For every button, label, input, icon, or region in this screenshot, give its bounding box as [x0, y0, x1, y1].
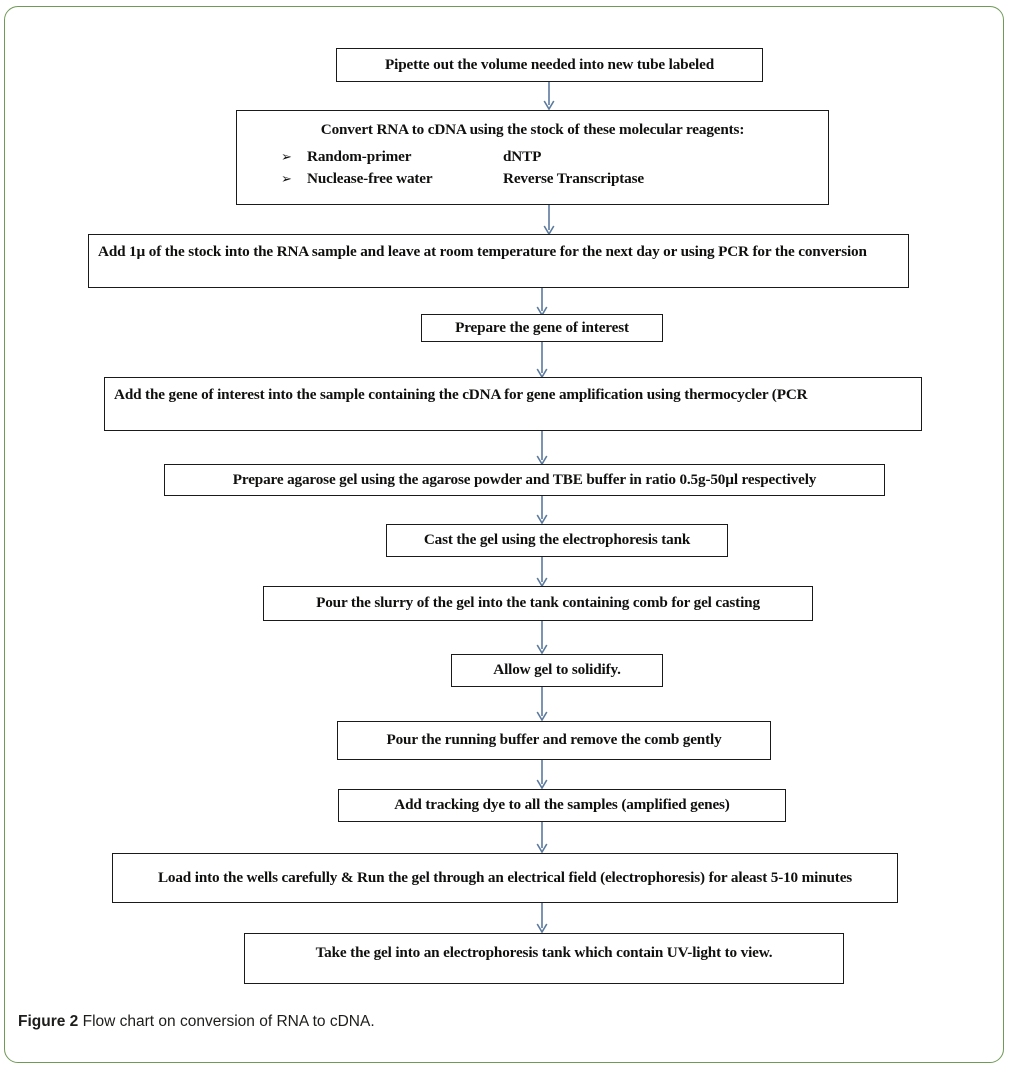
flow-node-load-wells-run: Load into the wells carefully & Run the …: [112, 853, 898, 903]
arrow-connector: [534, 288, 550, 316]
reagent-name-right: Reverse Transcriptase: [503, 170, 644, 188]
arrow-connector: [534, 342, 550, 378]
figure-caption: Figure 2 Flow chart on conversion of RNA…: [18, 1012, 978, 1032]
arrow-connector: [534, 822, 550, 853]
flow-node-allow-solidify: Allow gel to solidify.: [451, 654, 663, 687]
reagent-name-left: Nuclease-free water: [307, 170, 433, 188]
arrow-connector: [541, 82, 557, 110]
figure-caption-text: Flow chart on conversion of RNA to cDNA.: [82, 1013, 375, 1030]
arrow-connector: [534, 496, 550, 524]
flow-node-label: Add the gene of interest into the sample…: [114, 386, 808, 403]
flow-node-label: Pipette out the volume needed into new t…: [385, 55, 714, 73]
arrow-connector: [541, 205, 557, 235]
flow-node-label: Take the gel into an electrophoresis tan…: [315, 944, 773, 961]
arrow-connector: [534, 431, 550, 465]
arrowhead-bullet-icon: ➢: [281, 150, 292, 166]
flow-node-label: Allow gel to solidify.: [493, 661, 621, 679]
flow-node-add-stock: Add 1µ of the stock into the RNA sample …: [88, 234, 909, 288]
flow-node-label: Prepare agarose gel using the agarose po…: [232, 470, 817, 488]
flow-node-prepare-gene: Prepare the gene of interest: [421, 314, 663, 342]
reagent-row: ➢ Random-primer dNTP: [281, 146, 828, 168]
arrow-connector: [534, 760, 550, 789]
flow-node-prepare-agarose: Prepare agarose gel using the agarose po…: [164, 464, 885, 496]
flow-node-label: Cast the gel using the electrophoresis t…: [423, 531, 691, 549]
flow-node-pour-slurry: Pour the slurry of the gel into the tank…: [263, 586, 813, 621]
reagent-name-left: Random-primer: [307, 148, 412, 166]
arrow-connector: [534, 687, 550, 721]
arrow-connector: [534, 557, 550, 587]
flow-node-label: Add tracking dye to all the samples (amp…: [394, 796, 730, 814]
flow-node-convert-rna: Convert RNA to cDNA using the stock of t…: [236, 110, 829, 205]
flow-node-label: Prepare the gene of interest: [455, 318, 629, 336]
flow-node-take-gel-uv: Take the gel into an electrophoresis tan…: [244, 933, 844, 984]
arrow-connector: [534, 903, 550, 933]
flow-node-add-gene-pcr: Add the gene of interest into the sample…: [104, 377, 922, 431]
flow-node-label: Load into the wells carefully & Run the …: [157, 868, 853, 886]
reagent-row: ➢ Nuclease-free water Reverse Transcript…: [281, 168, 828, 190]
flow-node-pipette: Pipette out the volume needed into new t…: [336, 48, 763, 82]
arrow-connector: [534, 621, 550, 654]
arrowhead-bullet-icon: ➢: [281, 172, 292, 188]
flow-node-add-tracking-dye: Add tracking dye to all the samples (amp…: [338, 789, 786, 822]
flow-node-label: Pour the slurry of the gel into the tank…: [316, 594, 760, 612]
figure-caption-label: Figure 2: [18, 1013, 79, 1030]
flow-node-label: Convert RNA to cDNA using the stock of t…: [320, 121, 745, 138]
flow-node-label: Pour the running buffer and remove the c…: [386, 731, 722, 749]
flow-node-cast-gel: Cast the gel using the electrophoresis t…: [386, 524, 728, 557]
flow-node-label: Add 1µ of the stock into the RNA sample …: [98, 243, 867, 260]
reagent-name-right: dNTP: [503, 148, 542, 166]
flow-node-pour-running-buffer: Pour the running buffer and remove the c…: [337, 721, 771, 760]
